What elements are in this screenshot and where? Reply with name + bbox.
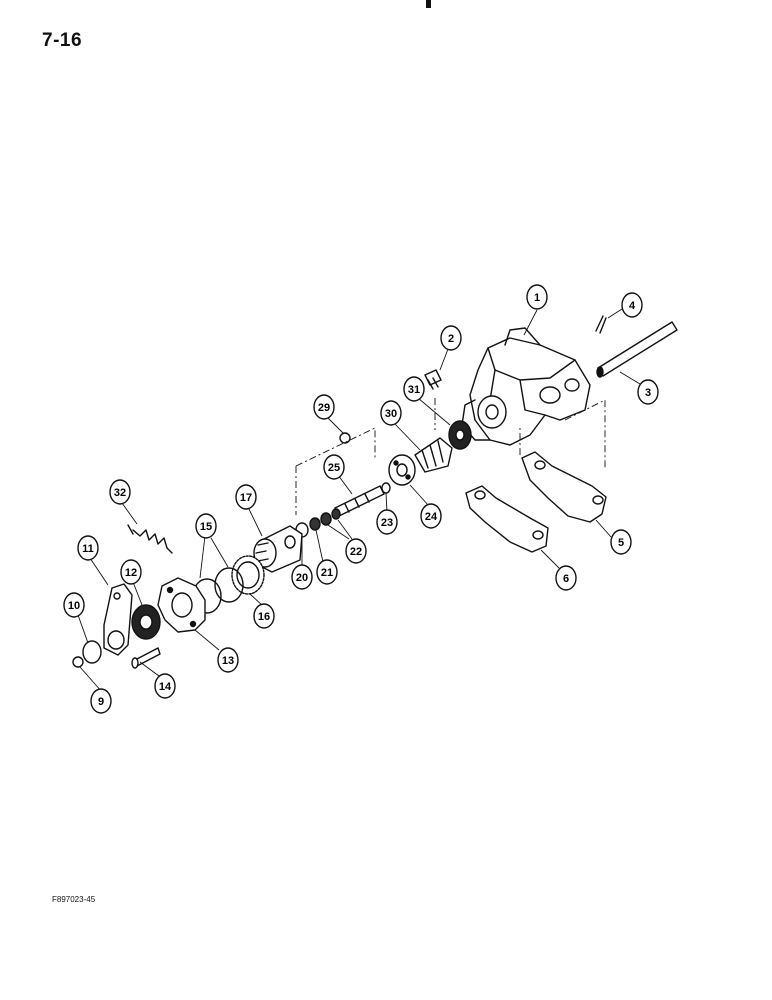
svg-text:29: 29	[318, 402, 330, 414]
svg-text:4: 4	[629, 300, 636, 312]
callout-bubble: 31	[403, 376, 425, 402]
gear-part	[253, 525, 303, 573]
svg-text:30: 30	[385, 408, 397, 420]
callout-bubble: 10	[63, 592, 85, 618]
cotter-pin-part	[595, 315, 607, 334]
ring-part	[331, 508, 341, 520]
callout-bubble: 13	[217, 647, 239, 673]
callout-bubble: 15	[195, 513, 217, 539]
callout-bubble: 6	[555, 565, 577, 591]
seal-part	[448, 420, 472, 450]
callout-bubble: 2	[440, 325, 462, 351]
svg-text:15: 15	[200, 521, 212, 533]
callout-bubble: 16	[253, 603, 275, 629]
page-top-mark	[426, 0, 431, 8]
callout-bubble: 21	[316, 559, 338, 585]
bleeder-screw-part	[424, 369, 442, 390]
svg-text:14: 14	[159, 681, 172, 693]
spring-part	[127, 524, 173, 554]
callout-bubble: 24	[420, 503, 442, 529]
lever-part	[103, 583, 133, 656]
snap-ring-part	[82, 640, 102, 664]
svg-text:24: 24	[425, 511, 438, 523]
callout-bubble: 17	[235, 484, 257, 510]
caliper-bracket-part	[521, 451, 607, 523]
svg-text:1: 1	[534, 292, 540, 304]
svg-text:20: 20	[296, 572, 308, 584]
svg-text:10: 10	[68, 600, 80, 612]
bracket-plate-part	[465, 485, 549, 553]
seal-part	[131, 604, 161, 640]
washer-part	[72, 656, 84, 668]
ring-part	[320, 512, 332, 526]
alignment-lines	[295, 398, 606, 515]
callout-bubble: 4	[621, 292, 643, 318]
callout-bubble: 20	[291, 564, 313, 590]
pump-housing-part	[461, 327, 591, 446]
svg-text:25: 25	[328, 462, 340, 474]
callout-bubble: 11	[77, 535, 99, 561]
svg-text:13: 13	[222, 655, 234, 667]
svg-text:6: 6	[563, 573, 569, 585]
piston-part	[388, 454, 416, 486]
bolt-part	[131, 647, 161, 669]
svg-text:21: 21	[321, 567, 333, 579]
callout-bubble: 25	[323, 454, 345, 480]
pin-part	[596, 321, 678, 378]
o-ring-part	[214, 567, 244, 603]
ball-part	[339, 432, 351, 444]
svg-text:2: 2	[448, 333, 454, 345]
callout-bubble: 29	[313, 394, 335, 420]
svg-text:5: 5	[618, 537, 624, 549]
svg-text:12: 12	[125, 567, 137, 579]
bearing-part	[231, 555, 265, 595]
leader-lines	[77, 308, 641, 693]
svg-text:31: 31	[408, 384, 420, 396]
callout-bubble: 32	[109, 479, 131, 505]
ring-part	[309, 517, 321, 531]
callout-bubble: 1	[526, 284, 548, 310]
callout-bubble: 23	[376, 509, 398, 535]
callout-bubble: 14	[154, 673, 176, 699]
cover-plate-part	[157, 577, 206, 633]
callout-bubble: 5	[610, 529, 632, 555]
svg-text:3: 3	[645, 387, 651, 399]
callout-bubble: 12	[120, 559, 142, 585]
callout-bubble: 30	[380, 400, 402, 426]
callout-bubble: 9	[90, 688, 112, 714]
boot-part	[414, 437, 453, 473]
shaft-part	[334, 485, 385, 517]
figure-code: F897023-45	[52, 895, 96, 904]
svg-text:9: 9	[98, 696, 104, 708]
callout-bubble: 3	[637, 379, 659, 405]
svg-text:11: 11	[82, 543, 94, 555]
svg-text:32: 32	[114, 487, 126, 499]
svg-text:16: 16	[258, 611, 270, 623]
snap-ring-part	[381, 482, 391, 494]
callout-bubble: 22	[345, 538, 367, 564]
svg-text:23: 23	[381, 517, 393, 529]
svg-text:22: 22	[350, 546, 362, 558]
svg-text:17: 17	[240, 492, 252, 504]
page-number: 7-16	[42, 30, 83, 51]
